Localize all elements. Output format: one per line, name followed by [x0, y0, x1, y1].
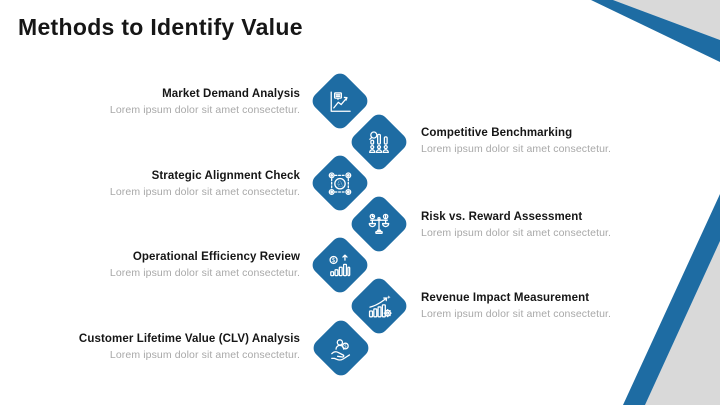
item-description: Lorem ipsum dolor sit amet consectetur. — [421, 308, 612, 320]
svg-text:$: $ — [344, 343, 347, 349]
customer-lifetime-value-icon: $ — [331, 338, 351, 360]
item-title: Risk vs. Reward Assessment — [421, 211, 583, 223]
item-description: Lorem ipsum dolor sit amet consectetur. — [109, 349, 300, 361]
diamond-operational-efficiency: $ — [308, 233, 372, 297]
slide-title: Methods to Identify Value — [18, 14, 303, 40]
revenue-impact-icon — [368, 294, 392, 317]
item-description: Lorem ipsum dolor sit amet consectetur. — [109, 104, 300, 116]
competitive-benchmarking-icon — [369, 130, 389, 153]
item-description: Lorem ipsum dolor sit amet consectetur. — [109, 186, 300, 198]
operational-efficiency-icon: $ — [329, 253, 351, 276]
item-title: Revenue Impact Measurement — [421, 292, 590, 304]
market-demand-analysis-icon — [330, 90, 351, 112]
svg-text:♘: ♘ — [336, 178, 344, 188]
item-risk-vs-reward-assessment: Risk vs. Reward Assessment Lorem ipsum d… — [421, 210, 711, 240]
top-right-blue-stripe — [591, 0, 720, 62]
item-market-demand-analysis: Market Demand Analysis Lorem ipsum dolor… — [10, 87, 300, 117]
item-operational-efficiency-review: Operational Efficiency Review Lorem ipsu… — [10, 250, 300, 280]
item-title: Operational Efficiency Review — [132, 251, 300, 263]
bottom-right-gray-triangle — [645, 241, 720, 405]
diamond-strategic-alignment: ♘ — [308, 151, 372, 215]
item-description: Lorem ipsum dolor sit amet consectetur. — [109, 267, 300, 279]
item-title: Market Demand Analysis — [162, 88, 300, 100]
item-title: Competitive Benchmarking — [421, 127, 573, 139]
item-title: Customer Lifetime Value (CLV) Analysis — [78, 333, 300, 345]
diamond-competitive-benchmarking — [347, 110, 411, 174]
strategic-alignment-icon: ♘ — [328, 171, 352, 195]
item-description: Lorem ipsum dolor sit amet consectetur. — [421, 227, 612, 239]
item-competitive-benchmarking: Competitive Benchmarking Lorem ipsum dol… — [421, 126, 711, 156]
item-strategic-alignment-check: Strategic Alignment Check Lorem ipsum do… — [10, 169, 300, 199]
svg-text:$: $ — [332, 257, 336, 264]
top-right-gray-triangle — [613, 0, 720, 40]
item-title: Strategic Alignment Check — [151, 170, 300, 182]
diamond-risk-reward — [347, 192, 411, 256]
diamond-revenue-impact — [347, 274, 411, 338]
diamond-customer-lifetime-value: $ — [309, 316, 373, 380]
risk-reward-balance-icon — [368, 213, 390, 234]
item-description: Lorem ipsum dolor sit amet consectetur. — [421, 143, 612, 155]
item-revenue-impact-measurement: Revenue Impact Measurement Lorem ipsum d… — [421, 291, 711, 321]
item-customer-lifetime-value-analysis: Customer Lifetime Value (CLV) Analysis L… — [10, 332, 300, 362]
diamond-market-demand — [308, 69, 372, 133]
